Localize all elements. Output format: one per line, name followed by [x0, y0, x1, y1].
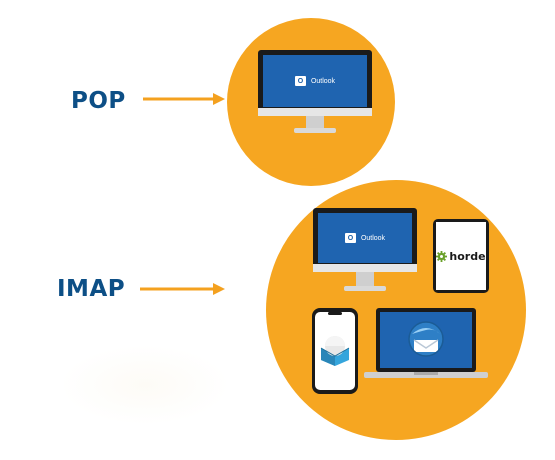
horde-label: horde [449, 249, 486, 263]
thunderbird-icon [408, 321, 444, 357]
pop-outlook-screen: O Outlook [263, 55, 367, 107]
horde-gear-icon [436, 250, 448, 262]
imap-outlook-screen: O Outlook [318, 213, 412, 263]
roundcube-icon [320, 336, 350, 366]
faint-background-shape [60, 345, 230, 425]
outlook-logo-icon: O [344, 233, 356, 243]
horde-screen: horde [436, 222, 486, 290]
outlook-logo-icon: O [294, 76, 306, 86]
imap-arrow [140, 283, 225, 295]
pop-label: POP [71, 88, 126, 114]
pop-arrow [143, 93, 225, 105]
imap-outlook-label: Outlook [360, 234, 386, 242]
pop-monitor-icon [258, 50, 372, 133]
imap-label: IMAP [57, 276, 126, 302]
pop-outlook-label: Outlook [310, 77, 336, 85]
imap-monitor-icon [313, 208, 417, 291]
